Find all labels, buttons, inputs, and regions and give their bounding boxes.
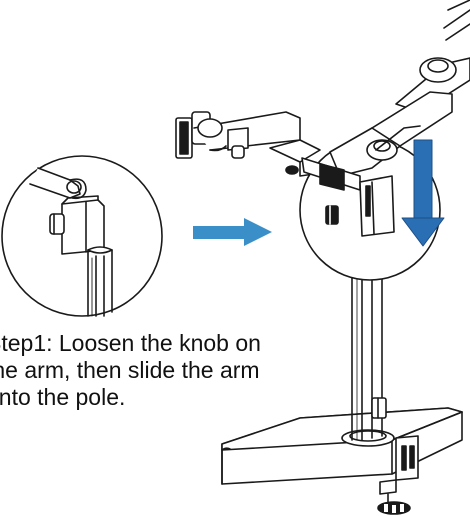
upper-right-arm [395,0,470,113]
detail-circle-closeup [1,155,163,317]
down-arrow-icon [401,139,445,247]
right-arrow-icon [193,218,272,246]
desk-top [221,407,463,485]
detail-circle-arm [299,91,453,281]
desk-clamp [377,435,419,515]
instruction-caption: Step1: Loosen the knob on the arm, then … [0,330,346,411]
left-monitor-bracket [175,111,329,177]
instruction-line-1: Step1: Loosen the knob on [0,330,261,356]
instruction-line-3: onto the pole. [0,384,126,410]
instruction-line-2: the arm, then slide the arm [0,357,260,383]
